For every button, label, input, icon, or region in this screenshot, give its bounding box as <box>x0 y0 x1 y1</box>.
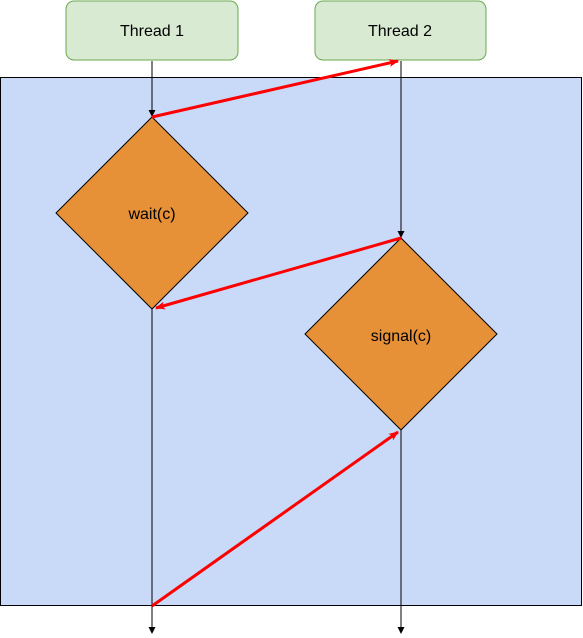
signal-diamond: signal(c) <box>304 237 498 431</box>
signal-label: signal(c) <box>371 328 431 345</box>
thread-1-label: Thread 1 <box>120 23 184 40</box>
flow-arrow-signal-to-wait <box>155 236 402 310</box>
wait-label: wait(c) <box>127 206 175 223</box>
shared-region <box>0 77 582 606</box>
thread-1-box: Thread 1 <box>65 0 239 61</box>
thread-2-label: Thread 2 <box>368 23 432 40</box>
flow-arrow-wait-to-thread-2 <box>151 59 399 119</box>
flow-arrow-bottom-to-signal <box>151 430 399 608</box>
wait-diamond: wait(c) <box>55 116 249 310</box>
thread-2-box: Thread 2 <box>314 0 487 61</box>
